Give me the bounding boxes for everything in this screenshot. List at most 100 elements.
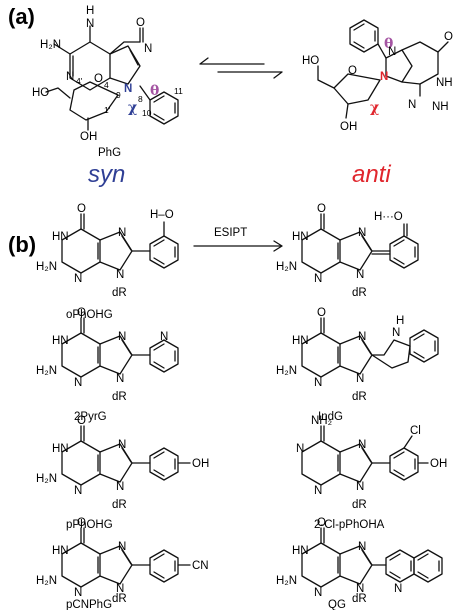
- syn-n1: N: [86, 18, 94, 30]
- syn-num-1p: 1': [104, 105, 111, 115]
- svg-text:N: N: [394, 583, 402, 595]
- syn-o-sugar: O: [94, 73, 103, 85]
- svg-text:dR: dR: [352, 391, 367, 403]
- compound-2-Cl-pPhOHA: NH₂ N N N N dR Cl OH 2-Cl-pPhOHA: [296, 415, 447, 531]
- svg-text:N: N: [160, 331, 168, 343]
- svg-text:N: N: [116, 481, 124, 493]
- svg-text:Cl: Cl: [410, 425, 421, 437]
- compound-oPhOHG: O HN H₂N N N N dR H–O oPhOHG: [36, 203, 179, 321]
- svg-text:N: N: [356, 481, 364, 493]
- syn-num-11: 11: [174, 86, 183, 96]
- anti-chi: χ: [370, 100, 379, 116]
- svg-text:N: N: [314, 485, 322, 497]
- svg-text:dR: dR: [112, 499, 127, 511]
- syn-theta: θ: [150, 83, 159, 99]
- syn-nh: H: [86, 5, 94, 17]
- syn-num-4p: 4': [76, 76, 83, 86]
- svg-text:HN: HN: [52, 231, 69, 243]
- syn-o: O: [136, 17, 145, 29]
- label-pCNPhG: pCNPhG: [66, 599, 112, 610]
- svg-text:OH: OH: [430, 458, 447, 470]
- svg-text:H₂N: H₂N: [276, 575, 297, 587]
- svg-text:CN: CN: [192, 560, 209, 572]
- svg-text:N: N: [74, 485, 82, 497]
- svg-text:N: N: [314, 587, 322, 599]
- svg-text:N: N: [356, 269, 364, 281]
- compound-pCNPhG: O HN H₂N N N N dR CN pCNPhG: [36, 517, 209, 610]
- syn-n3: N: [66, 71, 74, 83]
- svg-text:N: N: [314, 377, 322, 389]
- svg-text:H₂N: H₂N: [276, 261, 297, 273]
- label-2PyrG: 2PyrG: [74, 411, 107, 423]
- svg-text:HN: HN: [52, 443, 69, 455]
- svg-text:HN: HN: [292, 231, 309, 243]
- svg-text:N: N: [74, 273, 82, 285]
- panel-b-label: (b): [8, 232, 36, 257]
- label-IndG: IndG: [318, 411, 343, 423]
- svg-text:O: O: [77, 203, 86, 215]
- anti-ho: HO: [302, 55, 319, 67]
- svg-text:N: N: [118, 541, 126, 553]
- svg-text:N: N: [356, 583, 364, 595]
- esipt-label: ESIPT: [214, 227, 247, 239]
- syn-h2n: H₂N: [40, 39, 61, 51]
- svg-text:O: O: [77, 517, 86, 529]
- svg-text:N: N: [356, 373, 364, 385]
- svg-text:H₂N: H₂N: [36, 365, 57, 377]
- svg-text:N: N: [116, 583, 124, 595]
- anti-n9: N: [380, 71, 388, 83]
- syn-n7: N: [144, 43, 152, 55]
- syn-num-8: 8: [138, 94, 143, 104]
- label-QG: QG: [328, 599, 346, 610]
- svg-text:H–O: H–O: [150, 209, 174, 221]
- svg-text:H: H: [396, 315, 404, 327]
- syn-oh-3: OH: [80, 131, 97, 143]
- anti-nh2: NH: [432, 101, 449, 113]
- equilibrium-arrows: [199, 57, 283, 79]
- svg-text:O: O: [77, 415, 86, 427]
- syn-n9: N: [124, 83, 132, 95]
- compound-QG: O HN H₂N N N N dR N QG: [276, 517, 443, 610]
- anti-structure: θ N N O NH N NH HO O OH χ anti: [302, 19, 453, 188]
- label-oPhOHG: oPhOHG: [66, 309, 113, 321]
- svg-text:H₂N: H₂N: [36, 261, 57, 273]
- svg-text:N: N: [358, 541, 366, 553]
- syn-num-4: 4: [104, 80, 109, 90]
- svg-text:H₂N: H₂N: [276, 365, 297, 377]
- anti-n3: N: [408, 99, 416, 111]
- svg-text:N: N: [118, 439, 126, 451]
- compound-oPhOHG-keto: O HN H₂N N N N dR H···O: [276, 203, 419, 299]
- syn-structure: H N O H₂N N N N 4 9 8 HO O OH 1' 4' χ θ …: [32, 5, 183, 188]
- syn-heading: syn: [88, 161, 125, 188]
- anti-nh: NH: [436, 77, 453, 89]
- svg-text:H₂N: H₂N: [36, 473, 57, 485]
- label-pPhOHG: pPhOHG: [66, 519, 113, 531]
- syn-compound: PhG: [98, 147, 121, 159]
- svg-text:dR: dR: [352, 287, 367, 299]
- svg-text:N: N: [74, 587, 82, 599]
- esipt-arrow: ESIPT: [193, 227, 283, 252]
- svg-text:H₂N: H₂N: [36, 575, 57, 587]
- anti-n7: N: [388, 46, 396, 58]
- svg-text:dR: dR: [112, 593, 127, 605]
- svg-text:HN: HN: [52, 545, 69, 557]
- svg-text:O: O: [317, 517, 326, 529]
- syn-ho-5: HO: [32, 87, 49, 99]
- svg-text:N: N: [116, 269, 124, 281]
- svg-text:dR: dR: [112, 391, 127, 403]
- svg-text:dR: dR: [352, 499, 367, 511]
- svg-text:O: O: [77, 307, 86, 319]
- svg-text:N: N: [116, 373, 124, 385]
- svg-text:HN: HN: [292, 335, 309, 347]
- svg-text:N: N: [296, 443, 304, 455]
- svg-text:N: N: [358, 439, 366, 451]
- panel-a-label: (a): [8, 4, 35, 29]
- svg-text:OH: OH: [192, 458, 209, 470]
- anti-o: O: [444, 31, 453, 43]
- svg-text:H···O: H···O: [374, 211, 403, 223]
- svg-text:N: N: [358, 331, 366, 343]
- svg-text:N: N: [392, 327, 400, 339]
- svg-text:N: N: [74, 377, 82, 389]
- svg-text:dR: dR: [352, 593, 367, 605]
